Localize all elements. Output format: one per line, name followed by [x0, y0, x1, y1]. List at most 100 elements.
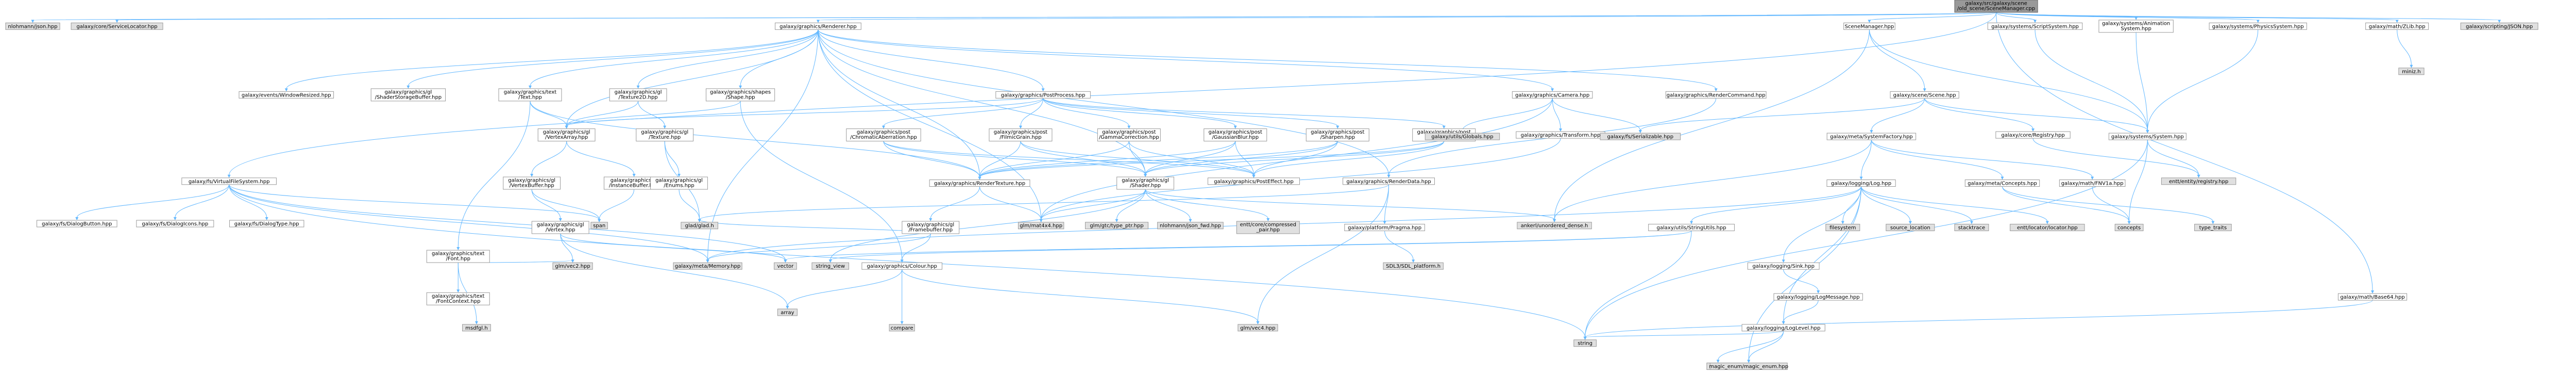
edge-arrowhead [2498, 20, 2501, 23]
edge-systems_system-to-string [1585, 140, 2148, 337]
node-filmgrain[interactable]: galaxy/graphics/post/FilmicGrain.hpp [989, 128, 1053, 142]
node-systemfactory[interactable]: galaxy/meta/SystemFactory.hpp [1826, 133, 1917, 140]
node-renderdata[interactable]: galaxy/graphics/RenderData.hpp [1343, 177, 1435, 185]
edge-loglevel-to-string [1585, 331, 1784, 338]
node-enums[interactable]: galaxy/graphics/gl/Enums.hpp [650, 176, 708, 190]
edge-shader-to-entt_compressed [1145, 189, 1268, 219]
node-label: galaxy/graphics/gl [907, 222, 954, 227]
node-root[interactable]: galaxy/src/galaxy/scene/old_scene/SceneM… [1954, 0, 2038, 13]
node-box [1825, 223, 1860, 231]
edge-renderer-to-vertexarray [566, 29, 819, 126]
node-logging-log[interactable]: galaxy/logging/Log.hpp [1826, 180, 1896, 187]
edge-root-to-renderer [818, 12, 1997, 21]
edge-postprocess-to-chromatic [883, 98, 1044, 126]
node-base64[interactable]: galaxy/math/Base64.hpp [2337, 293, 2408, 301]
edge-arrowhead [2091, 176, 2094, 180]
node-renderer[interactable]: galaxy/graphics/Renderer.hpp [775, 22, 861, 30]
node-text-font[interactable]: galaxy/graphics/text/Font.hpp [426, 250, 490, 263]
node-colour[interactable]: galaxy/graphics/Colour.hpp [861, 262, 943, 270]
node-framebuffer[interactable]: galaxy/graphics/gl/Framebuffer.hpp [902, 221, 960, 234]
node-texture2d[interactable]: galaxy/graphics/gl/Texture2D.hpp [609, 88, 667, 102]
edge-arrowhead [2211, 221, 2215, 224]
node-gamma[interactable]: galaxy/graphics/post/GammaCorrection.hpp [1097, 128, 1161, 142]
node-dialogbutton[interactable]: galaxy/fs/DialogButton.hpp [36, 220, 117, 227]
node-posteffect[interactable]: galaxy/graphics/PostEffect.hpp [1208, 177, 1300, 185]
node-vertexbuffer[interactable]: galaxy/graphics/gl/VertexBuffer.hpp [503, 176, 561, 190]
edge-systemfactory-to-fnv1a [1871, 139, 2093, 177]
node-label: galaxy/graphics/text [432, 251, 485, 257]
node-shader[interactable]: galaxy/graphics/gl/Shader.hpp [1116, 176, 1175, 190]
edge-arrowhead [677, 174, 681, 177]
node-rendertexture[interactable]: galaxy/graphics/RenderTexture.hpp [929, 180, 1030, 187]
edge-gl_vertex-to-array [560, 233, 788, 306]
node-logmessage[interactable]: galaxy/logging/LogMessage.hpp [1773, 293, 1863, 301]
edge-text_font-to-msdfglh [457, 263, 477, 322]
node-sharpen[interactable]: galaxy/graphics/post/Sharpen.hpp [1306, 128, 1369, 142]
node-shapes-shape[interactable]: galaxy/graphics/shapes/Shape.hpp [705, 88, 775, 102]
node-loglevel[interactable]: galaxy/logging/LogLevel.hpp [1741, 324, 1825, 332]
edge-base64-to-string [1585, 300, 2373, 338]
edge-scenemanager_hpp-to-scene_hpp [1869, 29, 1925, 89]
node-concepts: concepts [2114, 223, 2144, 231]
node-label: /InstanceBuffer.hpp [609, 183, 659, 189]
node-label: galaxy/fs/DialogButton.hpp [42, 221, 112, 227]
node-scenemanager-hpp[interactable]: SceneManager.hpp [1843, 22, 1895, 30]
node-rendercommand[interactable]: galaxy/graphics/RenderCommand.hpp [1665, 91, 1767, 99]
node-label: /Shader.hpp [1130, 183, 1161, 189]
node-sink[interactable]: galaxy/logging/Sink.hpp [1747, 262, 1820, 270]
node-label: msdfgl.h [465, 326, 487, 331]
node-label: galaxy/fs/DialogType.hpp [234, 221, 299, 227]
node-box [2059, 180, 2126, 187]
node-box [426, 292, 490, 305]
edge-chromatic-to-shader [883, 141, 1146, 175]
edge-arrowhead [598, 219, 601, 222]
node-entt-registry: entt/entity/registry.hpp [2161, 177, 2236, 185]
edge-renderer-to-texture2d [638, 29, 819, 86]
node-fnv1a[interactable]: galaxy/math/FNV1a.hpp [2059, 180, 2126, 187]
node-scriptsystem[interactable]: galaxy/systems/ScriptSystem.hpp [1987, 22, 2083, 30]
node-label: galaxy/fs/Serializable.hpp [1607, 134, 1673, 140]
node-windowresized[interactable]: galaxy/events/WindowResized.hpp [239, 91, 334, 99]
node-zlib[interactable]: galaxy/math/ZLib.hpp [2365, 22, 2429, 30]
edge-arrowhead [173, 217, 177, 221]
edge-root-to-servicelocator [116, 12, 1997, 21]
node-box [1995, 131, 2071, 139]
node-systems-system[interactable]: galaxy/systems/System.hpp [2108, 133, 2187, 140]
node-fontcontext[interactable]: galaxy/graphics/text/FontContext.hpp [426, 292, 490, 305]
node-corereg[interactable]: galaxy/core/Registry.hpp [1995, 131, 2071, 139]
edge-enums-to-gladh [679, 189, 700, 220]
node-label: /GammaCorrection.hpp [1099, 135, 1159, 140]
node-camera[interactable]: galaxy/graphics/Camera.hpp [1512, 91, 1593, 99]
node-meta-concepts[interactable]: galaxy/meta/Concepts.hpp [1964, 180, 2040, 187]
node-transform[interactable]: galaxy/graphics/Transform.hpp [1516, 131, 1605, 139]
node-box [1773, 293, 1863, 301]
node-chromatic[interactable]: galaxy/graphics/post/ChromaticAberration… [846, 128, 921, 142]
node-layer: galaxy/src/galaxy/scene/old_scene/SceneM… [5, 0, 2538, 370]
node-dialogicons[interactable]: galaxy/fs/DialogIcons.hpp [136, 220, 214, 227]
edge-postprocess-to-gamma [1043, 98, 1129, 126]
node-gl-texture[interactable]: galaxy/graphics/gl/Texture.hpp [636, 128, 694, 142]
node-label: galaxy/graphics/Colour.hpp [867, 264, 937, 269]
node-gaussian[interactable]: galaxy/graphics/post/GaussianBlur.hpp [1204, 128, 1267, 142]
node-gl-vertex[interactable]: galaxy/graphics/gl/Vertex.hpp [531, 221, 589, 234]
node-physicssystem[interactable]: galaxy/systems/PhysicsSystem.hpp [2209, 22, 2307, 30]
node-virtualfs[interactable]: galaxy/fs/VirtualFileSystem.hpp [181, 177, 277, 185]
node-scene-hpp[interactable]: galaxy/scene/Scene.hpp [1890, 91, 1959, 99]
node-shaderstoragebuffer[interactable]: galaxy/graphics/gl/ShaderStorageBuffer.h… [370, 88, 446, 102]
node-text-hpp[interactable]: galaxy/graphics/text/Text.hpp [498, 88, 562, 102]
edge-arrowhead [2256, 20, 2260, 23]
edge-rendertexture-to-glm_mat4 [979, 186, 1042, 220]
node-dialogtype[interactable]: galaxy/fs/DialogType.hpp [229, 220, 304, 227]
edge-systems_system-to-entt_registry [2147, 140, 2199, 175]
node-postprocess[interactable]: galaxy/graphics/PostProcess.hpp [995, 91, 1091, 99]
edge-renderer-to-renderdata [818, 29, 1389, 175]
node-stringutils[interactable]: galaxy/utils/StringUtils.hpp [1648, 223, 1735, 231]
edge-scene_hpp-to-systemfactory [1871, 98, 1925, 131]
edge-logging_log-to-loglevel [1783, 186, 1862, 322]
node-pragma[interactable]: galaxy/platform/Pragma.hpp [1344, 223, 1425, 231]
edge-framebuffer-to-colour [902, 233, 931, 261]
node-box [861, 262, 943, 270]
node-vertexarray[interactable]: galaxy/graphics/gl/VertexArray.hpp [537, 128, 596, 142]
node-globals: galaxy/utils/Globals.hpp [1425, 133, 1500, 140]
